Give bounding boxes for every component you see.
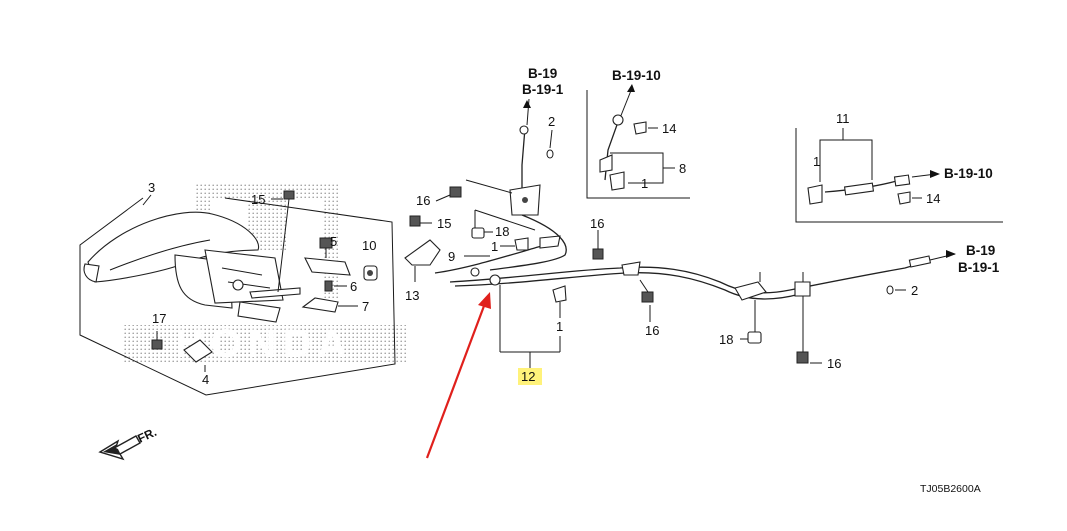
b19-reference-top: B-19 B-19-1 [522, 66, 564, 126]
clip-2-top [546, 149, 554, 159]
clip-1-mid [514, 237, 529, 251]
bolt-16-b [592, 248, 604, 260]
clip-2-right [886, 285, 894, 295]
cable-link [489, 214, 567, 271]
callout-1-low: 1 [556, 319, 563, 334]
nut-18-mid [471, 227, 485, 239]
rear-cable-12 [449, 261, 926, 294]
red-annotation-arrow [425, 292, 491, 459]
ref-b19-right: B-19 [966, 243, 995, 258]
bolt-15-left [277, 190, 295, 293]
callout-8: 8 [679, 161, 686, 176]
callout-11: 11 [836, 111, 850, 126]
bracket-7 [301, 297, 339, 313]
front-label: FR. [135, 425, 158, 446]
equalizer [509, 184, 541, 216]
callout-12: 12 [521, 369, 535, 384]
parking-brake-lever [83, 211, 301, 323]
callout-2-top: 2 [548, 114, 555, 129]
callout-4: 4 [202, 372, 209, 387]
bolt-16-a [449, 186, 462, 198]
ref-b19-1-top: B-19-1 [522, 82, 564, 97]
callout-10: 10 [362, 238, 376, 253]
cable-9 [434, 244, 546, 274]
honda-watermark: HONDA [122, 182, 407, 366]
callout-1-box8: 1 [641, 176, 648, 191]
callout-7: 7 [362, 299, 369, 314]
diagram-code: TJ05B2600A [920, 483, 981, 495]
front-direction-arrow: FR. [98, 425, 159, 461]
callout-5: 5 [330, 234, 337, 249]
switch-5 [304, 237, 351, 276]
bolt-15-mid [409, 215, 421, 227]
detail-box-11: 11 1 B-19-10 14 [795, 111, 1003, 223]
callout-6: 6 [350, 279, 357, 294]
nut-18-low [747, 331, 762, 344]
clip-1-low [552, 285, 567, 303]
nut-10 [363, 265, 378, 281]
callout-1-mid: 1 [491, 239, 498, 254]
callout-16-a: 16 [416, 193, 430, 208]
callout-18-mid: 18 [495, 224, 509, 239]
bolt-16-c [621, 261, 654, 303]
bolt-16-d [796, 296, 809, 364]
callout-15-left: 15 [251, 192, 265, 207]
callout-17: 17 [152, 311, 166, 326]
detail-box-8: B-19-10 14 8 1 [586, 68, 690, 199]
callout-2-right: 2 [911, 283, 918, 298]
callout-14-box8: 14 [662, 121, 676, 136]
callout-16-d: 16 [827, 356, 841, 371]
callout-1-box11: 1 [813, 154, 820, 169]
front-cable-upper [521, 127, 526, 195]
ref-b19-10-box8: B-19-10 [612, 68, 661, 83]
callout-3: 3 [148, 180, 155, 195]
callout-16-b: 16 [590, 216, 604, 231]
callout-14-box11: 14 [926, 191, 940, 206]
callout-18-low: 18 [719, 332, 733, 347]
bracket-4 [183, 339, 213, 372]
bracket-13 [404, 239, 441, 282]
highlight-12 [518, 368, 542, 385]
callout-9: 9 [448, 249, 455, 264]
callout-13: 13 [405, 288, 419, 303]
ref-b19-10-box11: B-19-10 [944, 166, 993, 181]
bolt-17 [151, 331, 163, 350]
leader-3 [142, 194, 152, 206]
clip-6 [324, 280, 333, 292]
ref-b19-top: B-19 [528, 66, 557, 81]
mid-bracket [734, 272, 811, 301]
ref-b19-1-right: B-19-1 [958, 260, 1000, 275]
callout-16-c: 16 [645, 323, 659, 338]
callout-15-mid: 15 [437, 216, 451, 231]
lever-group-outline [79, 197, 396, 396]
